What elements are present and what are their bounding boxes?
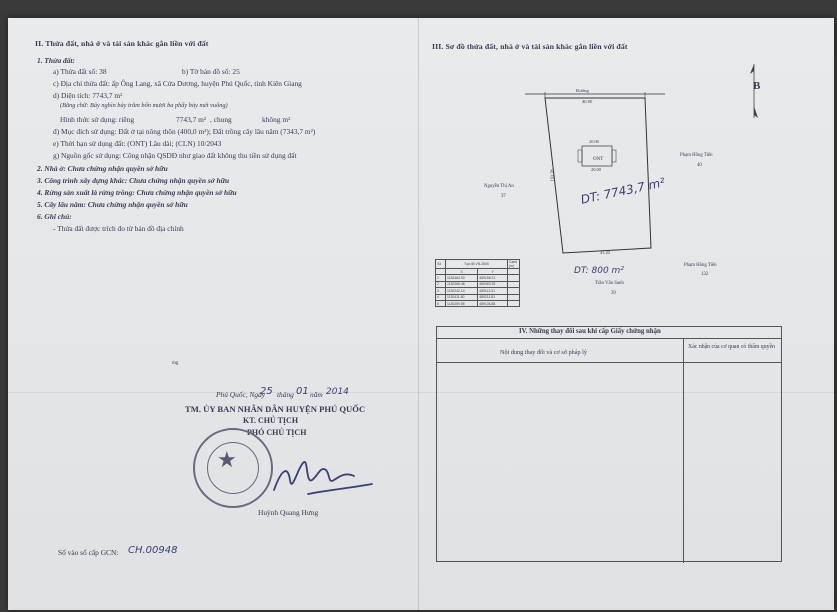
bottom-width: 41.20 (600, 250, 610, 255)
table-row: 1 1130464.90 489158.21 (435, 274, 520, 282)
vice-chairman-title: PHÓ CHỦ TỊCH (247, 428, 307, 437)
changes-divider (683, 339, 684, 563)
east-neighbor-number: 40 (697, 163, 702, 168)
use-form: Hình thức sử dụng: riêng (60, 115, 135, 124)
area-in-words: (Bằng chữ: Bảy nghìn bảy trăm bốn mươi b… (60, 102, 228, 109)
issue-year: 2014 (326, 387, 349, 397)
signer-name: Huỳnh Quang Hưng (258, 508, 319, 517)
table-row: 4 1130411.80 489211.81 (435, 293, 520, 301)
registration-label: Số vào sổ cấp GCN: (58, 548, 119, 557)
note-heading: 6. Ghi chú: (37, 212, 72, 221)
coord-header-edge: Cạnh (m) (507, 259, 520, 269)
north-arrow-icon (750, 64, 758, 118)
changes-header (437, 327, 781, 339)
house-label: ONT (593, 157, 604, 162)
coordinate-table: Số Tọa độ VN-2000 Cạnh (m) X Y 1 1130464… (435, 259, 520, 308)
use-form-private-value: 7743,7 m² (176, 115, 207, 124)
south-neighbor: Trần Văn Sanh (595, 281, 624, 286)
changes-title: IV. Những thay đổi sau khi cấp Giấy chứn… (519, 328, 661, 335)
signature (273, 461, 373, 495)
section-3-title: III. Sơ đồ thửa đất, nhà ở và tài sản kh… (432, 42, 628, 51)
note-text: - Thửa đất được trích đo từ bản đồ địa c… (53, 224, 184, 233)
star-icon: ★ (217, 447, 237, 472)
table-row: 5 1130259.86 489136.88 (435, 299, 520, 308)
coord-table-title: Tọa độ VN-2000 (445, 259, 508, 269)
perennial-trees-line: 5. Cây lâu năm: Chưa chứng nhận quyền sở… (37, 200, 188, 209)
road-label: Đường (576, 88, 589, 93)
issue-month-label: tháng (277, 390, 294, 399)
parcel-number: a) Thửa đất số: 38 (53, 67, 107, 76)
table-row: 2 1130266.46 489083.25 (435, 280, 520, 289)
issue-month: 01 (296, 386, 309, 397)
west-neighbor-number: 37 (501, 194, 506, 199)
changes-col-confirmation: Xác nhận của cơ quan có thẩm quyền (688, 344, 775, 350)
registration-number: CH.00948 (128, 545, 178, 556)
issue-day: 25 (260, 386, 273, 397)
changes-col-content: Nội dung thay đổi và cơ sở pháp lý (500, 349, 587, 356)
issue-place: Phú Quốc, Ngày (216, 390, 266, 399)
parcel-address: c) Địa chỉ thửa đất: ấp Ông Lang, xã Cửa… (53, 79, 302, 88)
house-dim-top: 20.00 (589, 139, 599, 144)
changes-subheader (437, 339, 781, 363)
coord-header-no: Số (435, 259, 446, 269)
west-neighbor: Nguyễn Thị An (484, 184, 514, 189)
parcel-diagram (525, 92, 665, 254)
handwritten-bottom-area: DT: 800 m² (574, 266, 624, 276)
other-construction-line: 3. Công trình xây dựng khác: Chưa chứng … (37, 176, 230, 185)
use-form-common: , chung (210, 115, 232, 124)
house-line: 2. Nhà ở: Chưa chứng nhận quyền sở hữu (37, 164, 168, 173)
south-east-neighbor-number: 132 (701, 272, 709, 277)
north-letter: B (753, 80, 761, 92)
production-forest-line: 4. Rừng sản xuất là rừng trồng: Chưa chứ… (37, 188, 237, 197)
land-use-purpose: đ) Mục đích sử dụng: Đất ở tại nông thôn… (53, 127, 316, 136)
land-use-origin: g) Nguồn gốc sử dụng: Công nhận QSDĐ như… (53, 151, 297, 160)
south-neighbor-number: 39 (611, 291, 616, 296)
land-heading: 1. Thửa đất: (37, 56, 75, 65)
east-neighbor: Phạm Hồng Tiến (680, 153, 713, 158)
south-east-neighbor: Phạm Hồng Tiến (684, 263, 717, 268)
table-row: 3 1130242.14 489113.31 (435, 287, 520, 295)
on-behalf: KT. CHỦ TỊCH (243, 416, 299, 425)
road-width: 40.00 (582, 99, 593, 104)
authority-name: TM. ỦY BAN NHÂN DÂN HUYỆN PHÚ QUỐC (185, 404, 366, 414)
official-seal: ★ (193, 428, 273, 508)
map-sheet-number: b) Tờ bản đồ số: 25 (182, 67, 240, 76)
land-use-duration: e) Thời hạn sử dụng đất: (ONT) Lâu dài; … (53, 139, 222, 148)
fold-line (418, 18, 419, 610)
parcel-area: d) Diện tích: 7743,7 m² (53, 91, 123, 100)
changes-table (436, 326, 782, 563)
fold-line-horizontal (8, 392, 834, 393)
issue-year-label: năm (310, 390, 323, 399)
use-form-common-value: không m² (262, 115, 291, 124)
left-side-length: 193.78 (549, 169, 555, 182)
small-mark: mg (172, 361, 179, 366)
section-2-title: II. Thửa đất, nhà ở và tài sản khác gắn … (35, 39, 209, 48)
certificate-sheet (8, 18, 834, 610)
seal-inner-ring (207, 442, 259, 494)
coord-header-x: X (444, 267, 479, 276)
house-dim-bottom: 20.00 (591, 167, 601, 172)
